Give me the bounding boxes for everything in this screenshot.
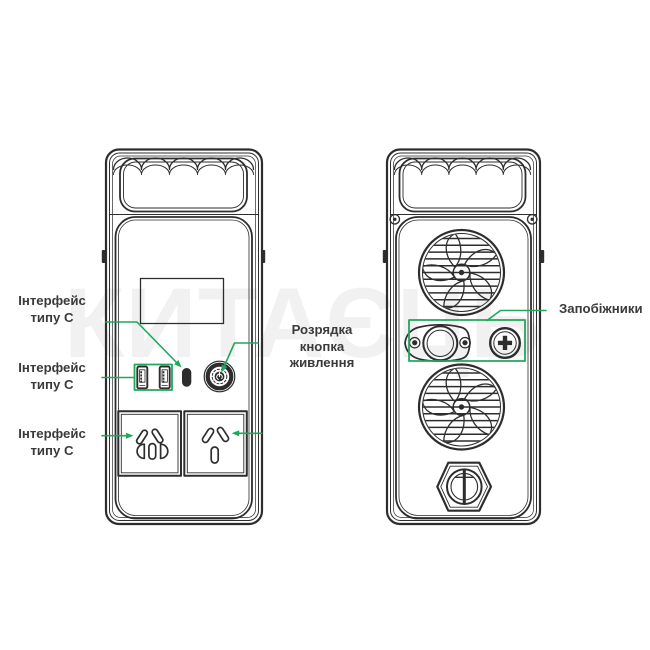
side-latch-icon (540, 250, 545, 263)
handle-grip-icon (393, 157, 532, 175)
power-button-icon (203, 360, 236, 393)
ac-outlet-3pin-icon (183, 410, 248, 477)
display-icon (139, 277, 225, 325)
label-type-c-2: Інтерфейс типу C (18, 360, 86, 392)
fuse-plate (404, 323, 471, 363)
usb-a-port-icon (158, 365, 171, 390)
fuse-holder-icon (489, 327, 522, 360)
device-shell (101, 148, 266, 526)
highlight-box-usb-ports (133, 363, 173, 391)
usb-a-ports (136, 365, 171, 390)
screw-icon (459, 336, 471, 349)
pointer-power-button (221, 342, 259, 373)
screw-icon (389, 213, 401, 225)
annotations (101, 309, 547, 439)
device-back-view (382, 148, 545, 526)
highlight-box-fuses (408, 319, 526, 362)
pointer-type-c-1 (104, 321, 182, 368)
screw-icon (408, 336, 421, 349)
usb-c-port-icon (182, 368, 192, 387)
back-panel (395, 216, 532, 520)
label-discharge-power-button: Розрядка кнопка живлення (289, 322, 355, 370)
side-latch-icon (382, 250, 387, 263)
label-type-c-3: Інтерфейс типу C (18, 426, 86, 458)
usb-a-port-icon (136, 365, 149, 390)
front-panel (114, 216, 253, 520)
screw-icon (526, 213, 538, 225)
ac-outlet-universal-icon (117, 410, 183, 477)
handle-grip-icon (112, 157, 255, 175)
label-type-c-1: Інтерфейс типу C (18, 293, 86, 325)
carry-handle (393, 157, 532, 213)
drain-plug-icon (436, 461, 493, 512)
side-latch-icon (261, 250, 266, 263)
fan-icon (419, 365, 504, 450)
device-front-view (101, 148, 266, 526)
pointer-fuses (486, 309, 547, 322)
fan-icon (419, 230, 504, 315)
side-latch-icon (101, 250, 106, 263)
label-fuses: Запобіжники (559, 301, 643, 316)
pointer-type-c-3 (101, 432, 134, 439)
carry-handle (112, 157, 255, 213)
device-shell (382, 148, 545, 526)
pointer-right-outlet (231, 430, 263, 437)
